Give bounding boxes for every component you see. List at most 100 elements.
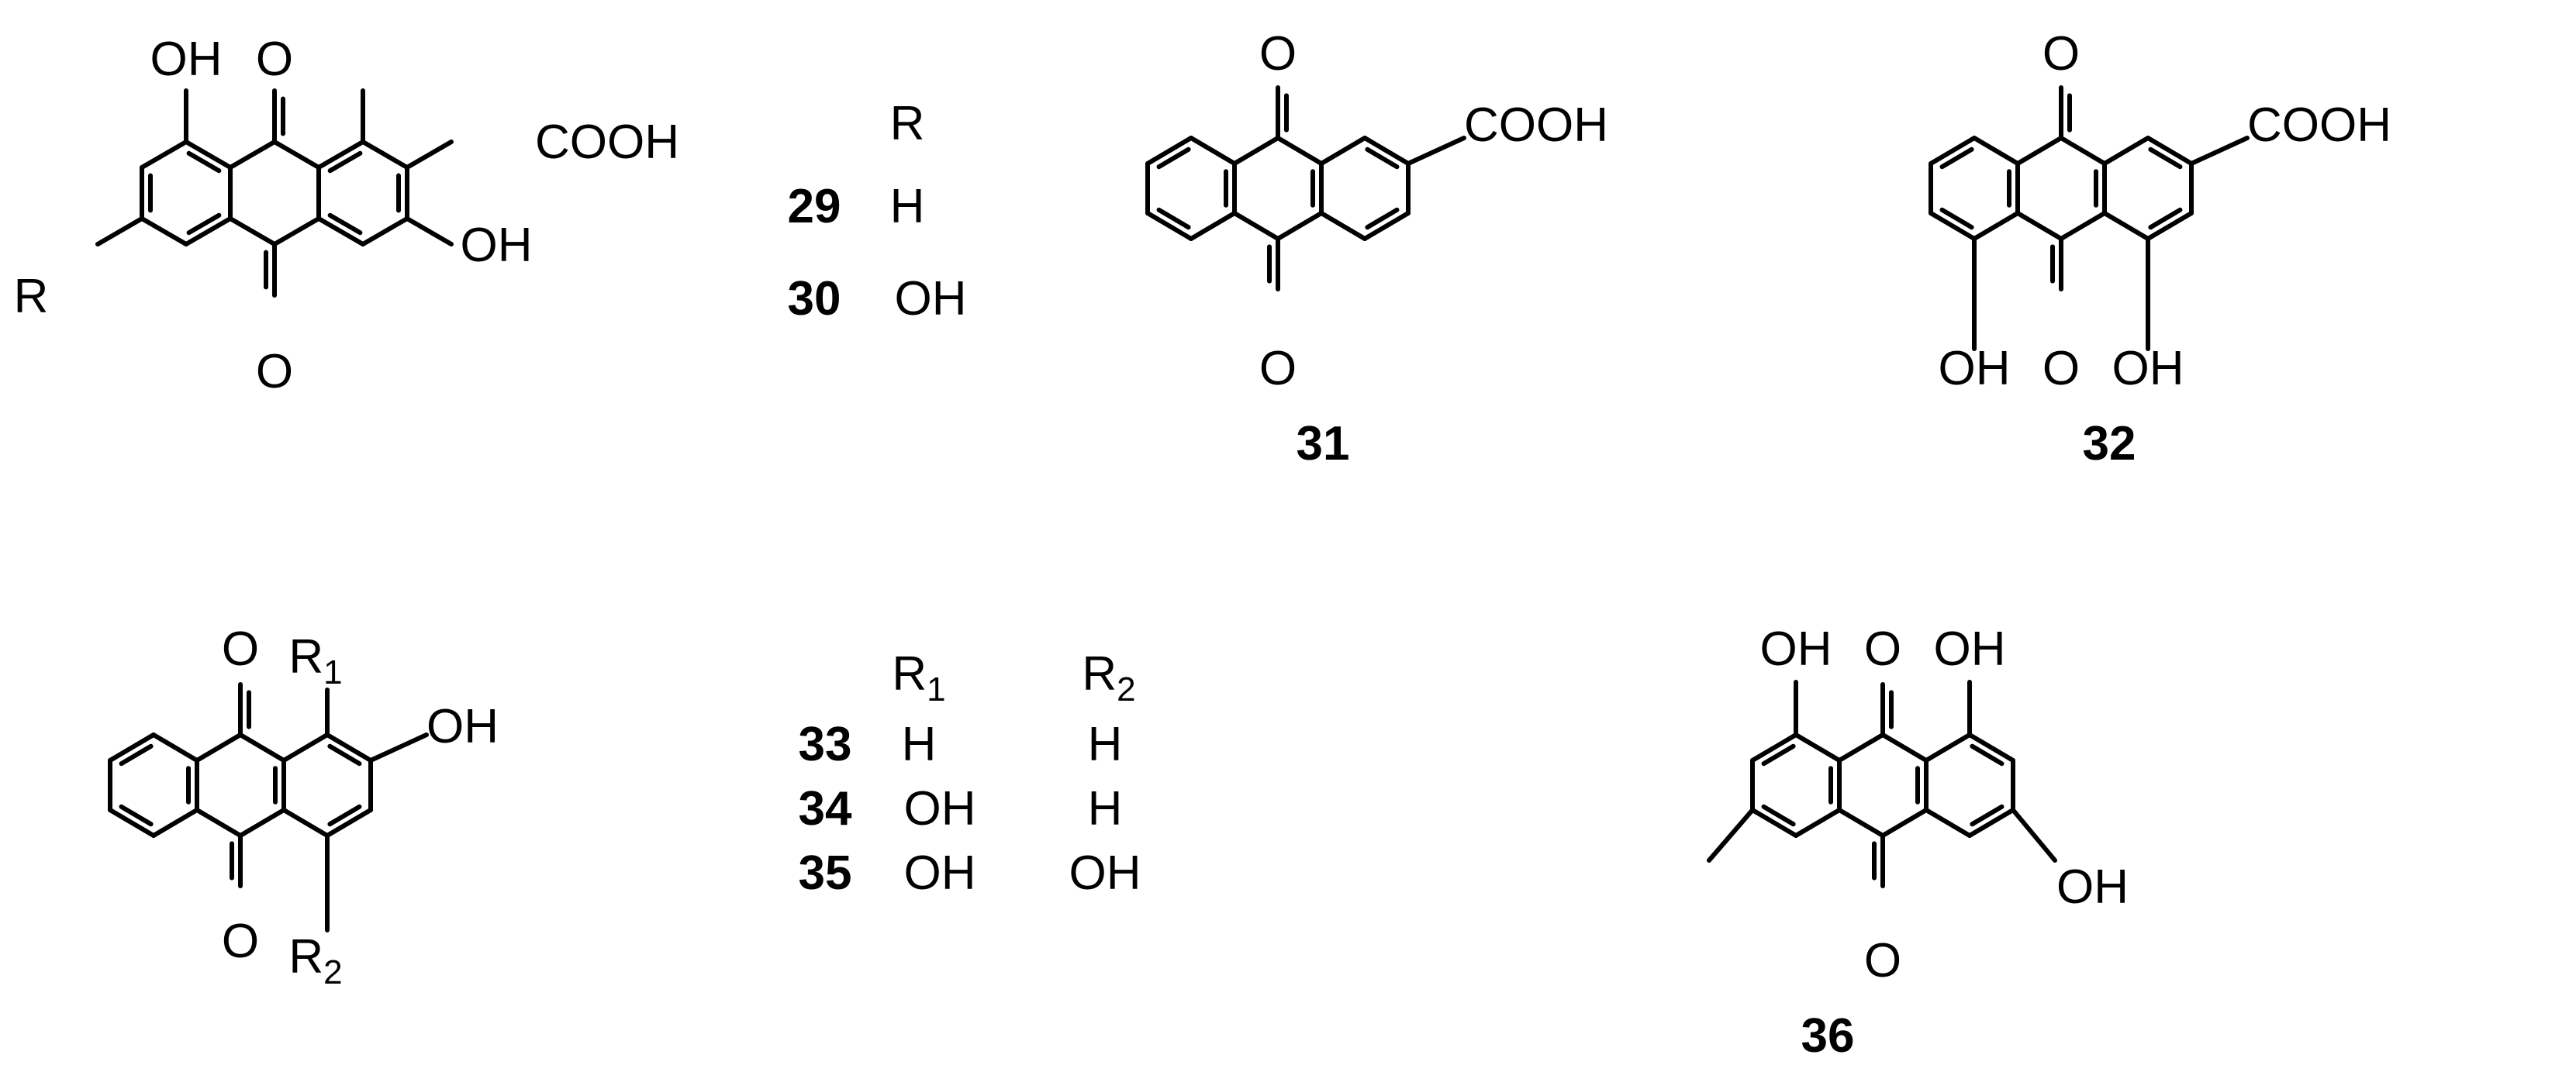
atom-label-o: O — [1864, 622, 1901, 676]
compound-number-34: 34 — [799, 782, 852, 836]
bond-line — [151, 808, 199, 838]
substituent-table-33-35: R1 R2 33 H H 34 OH H 35 OH OH — [799, 647, 1141, 900]
table-cell-r-29: H — [890, 180, 925, 233]
bond-line — [1406, 136, 1466, 166]
molecule-32: O COOH OH O OH 32 — [1939, 27, 2392, 470]
table-cell-r2-34: H — [1088, 782, 1123, 836]
bond-line — [1880, 808, 1929, 838]
table-cell-r2-33: H — [1088, 718, 1123, 771]
bond-line — [1156, 146, 1191, 170]
bond-line — [1929, 211, 1977, 241]
table-cell-r2-35: OH — [1069, 846, 1141, 900]
bond-line — [1276, 136, 1324, 166]
bond-line — [1929, 136, 1977, 166]
atom-label-oh: OH — [426, 700, 499, 753]
atom-label-oh: OH — [1760, 622, 1832, 676]
table-cell-r1-34: OH — [904, 782, 976, 836]
bond-line — [186, 150, 222, 174]
bond-line — [325, 732, 373, 763]
bond-line — [228, 140, 277, 170]
bond-line — [1761, 743, 1796, 767]
bond-line — [281, 732, 330, 763]
bond-line — [195, 808, 243, 838]
bond-line — [186, 212, 222, 236]
atom-label-cooh: COOH — [535, 115, 679, 169]
atom-label-o: O — [2042, 342, 2080, 395]
atom-label-o: O — [1864, 934, 1901, 987]
bond-line — [1362, 136, 1411, 166]
bond-line — [2015, 136, 2063, 166]
bond-line — [108, 732, 156, 763]
bond-line — [327, 150, 363, 174]
bond-line — [405, 216, 454, 246]
bond-line — [119, 743, 154, 767]
bond-line — [1319, 136, 1367, 166]
bond-line — [1794, 808, 1842, 838]
compound-number-36: 36 — [1801, 1009, 1855, 1063]
bond-line — [325, 808, 373, 838]
bonds-layer — [95, 85, 2250, 932]
bond-line — [1972, 136, 2020, 166]
bond-line — [184, 216, 233, 246]
bond-line — [1189, 136, 1237, 166]
bond-line — [1156, 207, 1191, 230]
compound-number-33: 33 — [799, 718, 852, 771]
bond-line — [119, 804, 154, 827]
atom-label-o: O — [2042, 27, 2080, 81]
atom-label-o: O — [256, 345, 293, 398]
compound-number-30: 30 — [788, 272, 841, 326]
atom-label-cooh: COOH — [1464, 98, 1608, 152]
compound-number-31: 31 — [1297, 417, 1350, 470]
bond-line — [281, 808, 330, 838]
atom-label-o: O — [1259, 27, 1297, 81]
bond-line — [2189, 136, 2250, 166]
bond-line — [2102, 211, 2150, 241]
bond-line — [2059, 211, 2107, 241]
atom-label-o: O — [222, 915, 259, 968]
atom-label-oh: OH — [461, 219, 533, 272]
table-header-r1: R1 — [892, 647, 945, 708]
molecule-36: OH O OH OH O 36 — [1760, 622, 2129, 1063]
bond-line — [228, 216, 277, 246]
bond-line — [108, 808, 156, 838]
bond-line — [95, 216, 144, 246]
bond-line — [151, 732, 199, 763]
bond-line — [195, 732, 243, 763]
bond-line — [327, 743, 362, 767]
atom-label-r1: R1 — [288, 630, 342, 691]
bond-line — [1970, 804, 2005, 827]
bond-line — [272, 140, 321, 170]
atom-label-oh: OH — [1934, 622, 2006, 676]
bond-line — [2146, 136, 2194, 166]
atom-label-r2: R2 — [288, 930, 342, 991]
bond-line — [1761, 804, 1796, 827]
bond-line — [361, 216, 409, 246]
atom-label-o: O — [1259, 342, 1297, 395]
bond-line — [140, 216, 188, 246]
bond-line — [238, 808, 286, 838]
bond-line — [1750, 808, 1798, 838]
atom-label-oh: OH — [2112, 342, 2184, 395]
bond-line — [405, 140, 454, 170]
compound-number-29: 29 — [788, 180, 841, 233]
bond-line — [1924, 732, 1972, 763]
bond-line — [1794, 732, 1842, 763]
atom-label-r: R — [14, 270, 49, 323]
table-header-r: R — [890, 97, 925, 150]
atom-label-o: O — [256, 33, 293, 86]
bond-line — [1145, 211, 1193, 241]
bond-line — [2146, 211, 2194, 241]
bond-line — [1362, 211, 1411, 241]
bond-line — [327, 212, 363, 236]
table-cell-r1-33: H — [902, 718, 937, 771]
bond-line — [1365, 146, 1400, 170]
bond-line — [1145, 136, 1193, 166]
bond-line — [1967, 732, 2015, 763]
bond-line — [238, 732, 286, 763]
bond-line — [1880, 732, 1929, 763]
bond-line — [1707, 808, 1755, 863]
atom-label-cooh: COOH — [2247, 98, 2391, 152]
bond-line — [2148, 146, 2183, 170]
bond-line — [368, 732, 429, 763]
